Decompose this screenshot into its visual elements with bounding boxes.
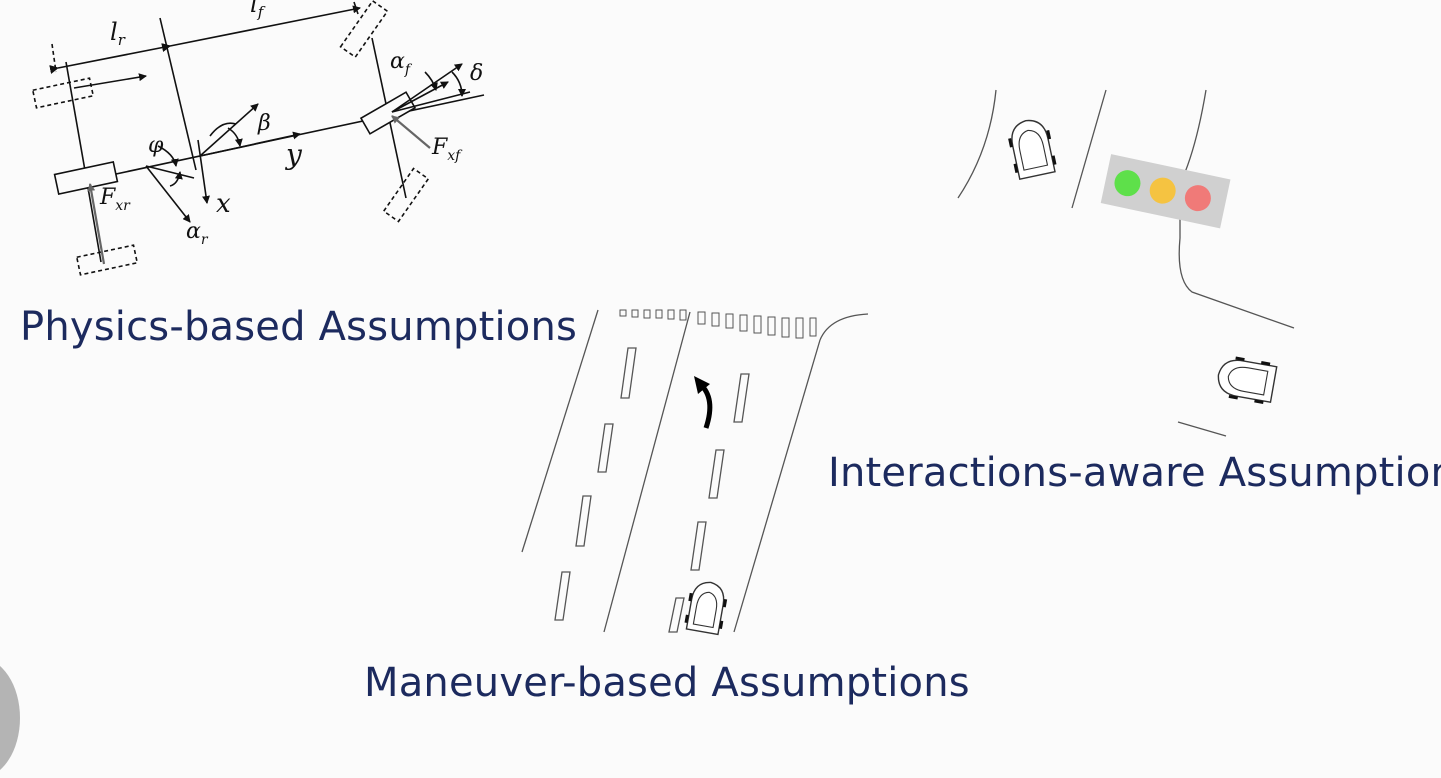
label-phi: φ — [148, 133, 164, 158]
phi-arc — [157, 145, 179, 167]
rear-axle — [65, 61, 102, 263]
label-fxr: Fxr — [99, 185, 131, 214]
assumptions-diagram: lr lf αf δ β φ y x Fxf Fxr αr — [31, 0, 1295, 636]
front-left-wheel-dashed — [339, 0, 389, 59]
dim-extension-mid — [159, 17, 197, 171]
road-bottom-stub — [1177, 421, 1227, 437]
road-corner-curve — [819, 313, 869, 341]
alpha-f-arc — [424, 71, 438, 91]
front-wheel-dir — [391, 91, 471, 113]
label-x: x — [216, 189, 231, 219]
lr-dim-line — [49, 43, 171, 74]
dim-extension-left — [51, 43, 57, 73]
rear-velocity-vector — [145, 165, 191, 223]
label-alpha-f: αf — [390, 49, 413, 78]
label-fxf: Fxf — [431, 135, 463, 164]
front-velocity-arrow — [391, 63, 463, 113]
maneuver-road-diagram — [521, 309, 869, 633]
lf-dim-line — [161, 5, 361, 52]
car-top-interaction — [1008, 119, 1057, 181]
rear-ref-line — [145, 165, 195, 179]
rear-right-wheel-dashed — [75, 244, 139, 276]
lane-dashes-left — [554, 347, 637, 621]
crosswalk — [619, 309, 817, 339]
ego-car-maneuver — [684, 581, 728, 636]
label-lr: lr — [110, 18, 126, 49]
beta-arc-lead — [209, 122, 237, 137]
bicycle-model-diagram — [31, 0, 485, 276]
y-axis-arrow — [199, 131, 301, 157]
rear-force-arrow — [87, 183, 106, 265]
dim-extension-right — [353, 1, 359, 15]
front-heading-arrow — [391, 81, 449, 113]
green-light — [1114, 170, 1141, 197]
traffic-light — [1100, 154, 1231, 229]
road-center-line — [603, 311, 691, 633]
rear-velocity-arrow — [73, 73, 147, 89]
front-force-arrow — [391, 115, 431, 149]
car-right-interaction — [1217, 356, 1278, 404]
physics-based-caption: Physics-based Assumptions — [20, 304, 578, 350]
bicycle-model-labels: lr lf αf δ β φ y x Fxf Fxr αr — [99, 0, 483, 248]
maneuver-based-caption: Maneuver-based Assumptions — [364, 660, 970, 706]
left-turn-arrowhead — [694, 376, 710, 394]
road-corner-top-left — [957, 89, 997, 199]
beta-arc — [227, 127, 243, 147]
label-lf: lf — [250, 0, 266, 21]
red-light — [1184, 185, 1211, 212]
lane-dashes-right — [668, 373, 750, 633]
road-lane-line-top — [1071, 89, 1107, 209]
rear-left-wheel-dashed — [31, 77, 95, 109]
x-axis-arrow — [197, 139, 210, 204]
intersection-diagram — [957, 89, 1295, 437]
delta-arc — [451, 71, 466, 97]
interaction-aware-caption: Interactions-aware Assumptions — [828, 450, 1441, 496]
road-edge-right — [733, 339, 821, 633]
alpha-r-arc — [169, 171, 183, 187]
label-y: y — [284, 138, 303, 171]
label-beta: β — [257, 111, 271, 136]
yellow-light — [1149, 177, 1176, 204]
label-alpha-r: αr — [186, 219, 209, 248]
road-edge-left — [521, 309, 599, 553]
cg-velocity-arrow — [199, 103, 259, 157]
label-delta: δ — [470, 61, 483, 86]
